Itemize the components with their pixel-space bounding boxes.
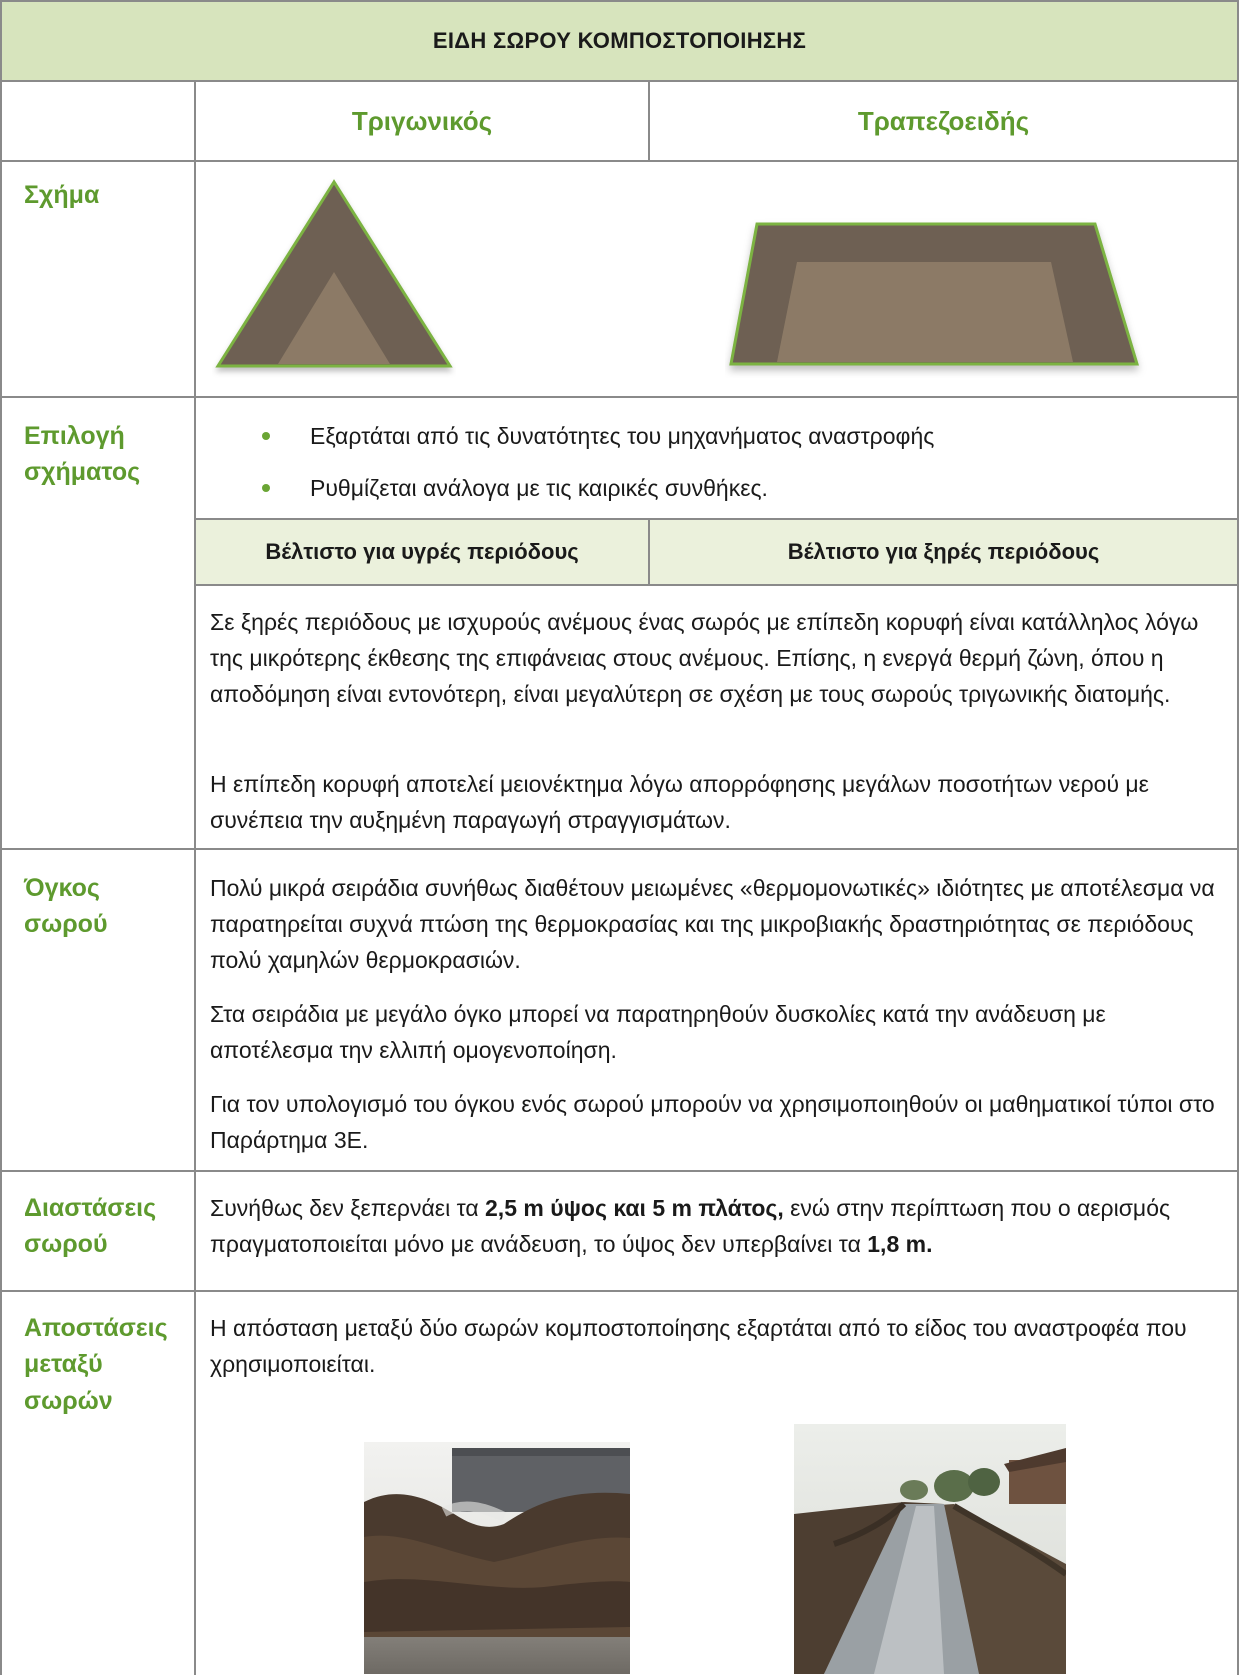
- column-divider: [648, 80, 650, 160]
- row-label-shape-choice: Επιλογή σχήματος: [12, 418, 192, 491]
- row-label-dimensions: Διαστάσεις σωρού: [12, 1190, 192, 1263]
- row-divider: [0, 396, 1239, 398]
- table-title: ΕΙΔΗ ΣΩΡΟΥ ΚΟΜΠΟΣΤΟΠΟΙΗΣΗΣ: [2, 2, 1237, 80]
- best-for-dry-header: Βέλτιστο για ξηρές περιόδους: [650, 520, 1237, 584]
- bullet-text: Ρυθμίζεται ανάλογα με τις καιρικές συνθή…: [310, 474, 768, 501]
- bullet-text: Εξαρτάται από τις δυνατότητες του μηχανή…: [310, 422, 935, 449]
- triangle-pile-shape: [215, 179, 453, 368]
- dimensions-text: ενώ στην περίπτωση που ο αερισμός πραγμα…: [210, 1195, 1171, 1257]
- row-label-volume: Όγκος σωρού: [12, 870, 192, 943]
- label-line: μεταξύ: [24, 1350, 103, 1379]
- trapezoid-inner: [777, 262, 1073, 362]
- column-header-triangular: Τριγωνικός: [351, 105, 493, 136]
- label-line: Αποστάσεις: [24, 1314, 168, 1342]
- row-divider: [0, 1170, 1239, 1172]
- label-column-divider: [194, 80, 196, 1675]
- volume-paragraph-1: Πολύ μικρά σειράδια συνήθως διαθέτουν με…: [210, 875, 1215, 973]
- table-right-border: [1237, 0, 1239, 1675]
- flat-top-paragraph: Η επίπεδη κορυφή αποτελεί μειονέκτημα λό…: [210, 771, 1149, 833]
- table-top-border: [0, 0, 1239, 2]
- label-line: σωρού: [24, 910, 108, 939]
- dry-period-paragraph: Σε ξηρές περιόδους με ισχυρούς ανέμους έ…: [210, 609, 1199, 707]
- label-line: σωρού: [24, 1230, 108, 1259]
- label-line: Διαστάσεις: [24, 1194, 157, 1222]
- row-divider: [0, 160, 1239, 162]
- row-divider: [194, 584, 1239, 586]
- dimensions-text: Συνήθως δεν ξεπερνάει τα: [210, 1195, 486, 1221]
- table-left-border: [0, 0, 2, 1675]
- volume-paragraph-3: Για τον υπολογισμό του όγκου ενός σωρού …: [210, 1091, 1215, 1153]
- windrow-channel-photo: [794, 1424, 1066, 1674]
- row-label-distances: Αποστάσεις μεταξύ σωρών: [12, 1310, 192, 1419]
- dimensions-paragraph: Συνήθως δεν ξεπερνάει τα 2,5 m ύψος και …: [210, 1190, 1232, 1262]
- triangle-inner: [278, 272, 390, 364]
- bullet-dot: [262, 432, 270, 440]
- label-line: Επιλογή: [24, 422, 125, 450]
- row-label-shape: Σχήμα: [24, 181, 100, 209]
- dimensions-bold-height: 1,8 m.: [867, 1231, 933, 1257]
- column-header-trapezoidal: Τραπεζοειδής: [857, 105, 1030, 136]
- trapezoid-pile-shape: [729, 222, 1140, 366]
- row-divider: [0, 1290, 1239, 1292]
- row-divider: [194, 518, 1239, 520]
- row-divider: [0, 848, 1239, 850]
- dimensions-bold-size: 2,5 m ύψος και 5 m πλάτος,: [485, 1195, 784, 1221]
- label-line: Όγκος: [24, 874, 100, 902]
- best-for-wet-header: Βέλτιστο για υγρές περιόδους: [196, 520, 648, 584]
- volume-paragraph-2: Στα σειράδια με μεγάλο όγκο μπορεί να πα…: [210, 1001, 1106, 1063]
- compost-piles-photo: [364, 1442, 630, 1674]
- bullet-item: Εξαρτάται από τις δυνατότητες του μηχανή…: [262, 418, 1222, 454]
- label-line: σωρών: [24, 1386, 113, 1415]
- row-divider: [0, 80, 1239, 82]
- column-divider: [648, 518, 650, 584]
- distances-paragraph: Η απόσταση μεταξύ δύο σωρών κομποστοποίη…: [210, 1315, 1187, 1377]
- label-line: σχήματος: [24, 458, 141, 487]
- bullet-dot: [262, 484, 270, 492]
- bullet-item: Ρυθμίζεται ανάλογα με τις καιρικές συνθή…: [262, 470, 1222, 506]
